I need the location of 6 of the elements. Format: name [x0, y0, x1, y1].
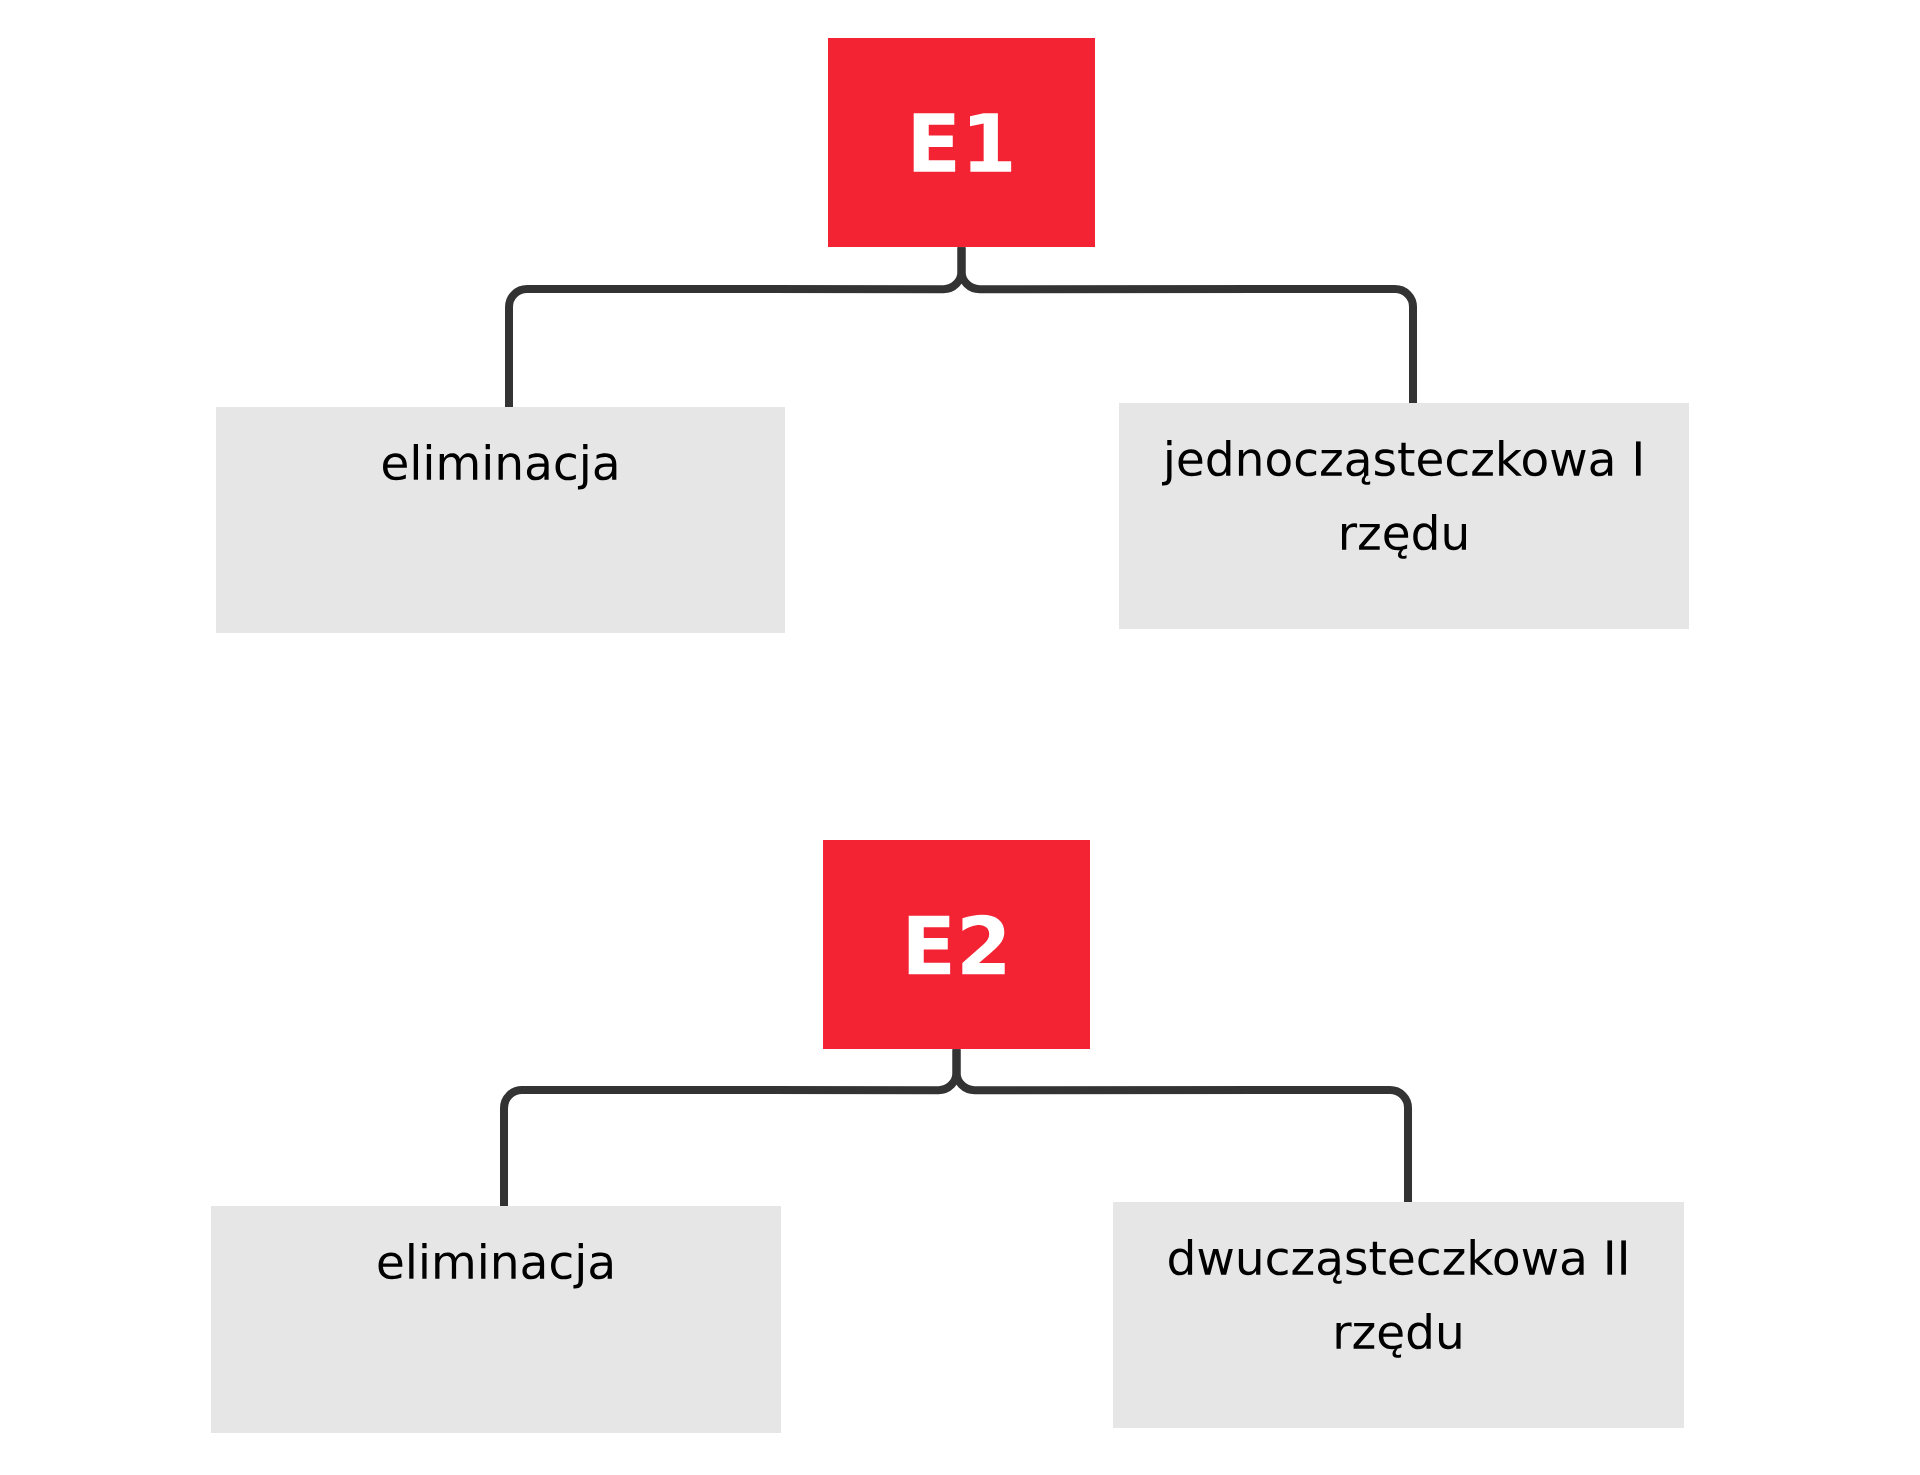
- heading-box: E2: [823, 840, 1090, 1049]
- text-box: jednocząsteczkowa I rzędu: [1119, 403, 1689, 629]
- heading-box: E1: [828, 38, 1095, 247]
- text-box: dwucząsteczkowa II rzędu: [1113, 1202, 1684, 1428]
- text-box: eliminacja: [216, 407, 785, 633]
- text-box: eliminacja: [211, 1206, 781, 1433]
